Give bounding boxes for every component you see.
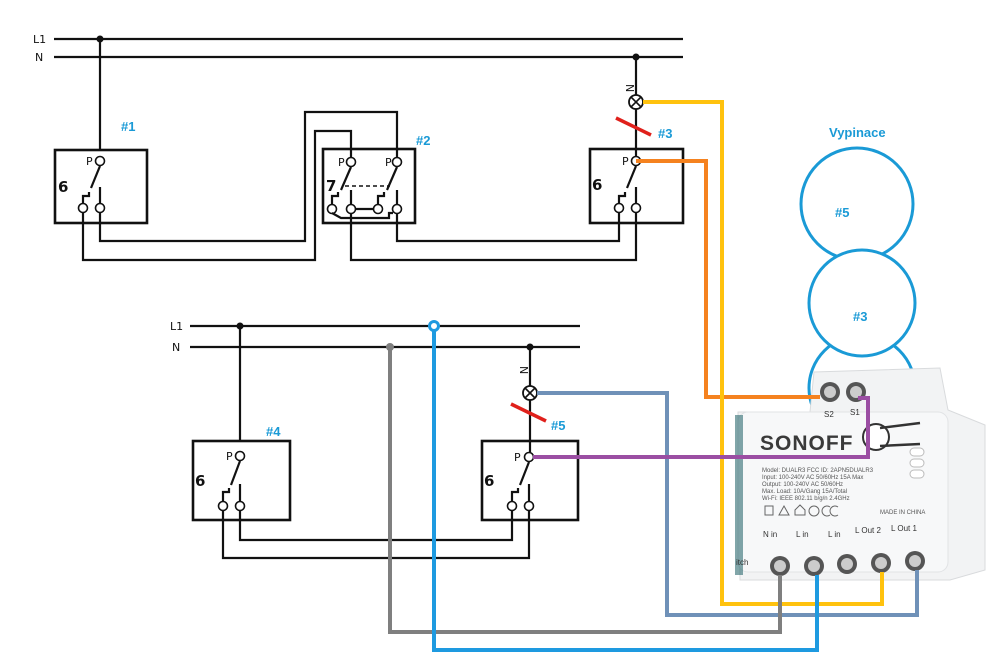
screw-terminal (837, 554, 857, 574)
terminal-p-label: P (338, 156, 345, 169)
spec-line: Output: 100-240V AC 50/60Hz (762, 482, 843, 488)
gray-wire (388, 347, 782, 634)
terminal-label-l-in: L in (796, 530, 809, 539)
blue-wire (432, 326, 819, 652)
sonoff-device: itch S2 S1 SONOFF Model: DUALR3 FCC ID: … (735, 367, 986, 581)
terminal-p-label: P (385, 156, 392, 169)
plate-circle (807, 248, 917, 358)
switch-type: 6 (592, 176, 602, 194)
wire (98, 110, 399, 243)
terminal-p-label: P (86, 155, 93, 168)
spec-line: Model: DUALR3 FCC ID: 2APN5DUALR3 (762, 468, 874, 474)
purple-wire (533, 396, 870, 459)
terminal-label-s1: S1 (850, 408, 860, 417)
switch-1: 6 P #1 (53, 119, 149, 225)
made-in-label: MADE IN CHINA (880, 510, 925, 516)
lamp-icon (628, 94, 644, 110)
bottom-circuit: L1 N 6 P #4 6 P #5 (170, 320, 580, 560)
led-indicator (909, 458, 925, 468)
plates-title: Vypinace (829, 125, 886, 140)
terminal-label-n-in: N in (763, 530, 777, 539)
wire (81, 129, 353, 262)
switch-type: 6 (195, 472, 205, 490)
screw-terminal (905, 551, 925, 571)
terminal-label-l-out-2: L Out 2 (855, 526, 881, 535)
led-indicator (909, 469, 925, 479)
switch-plates: Vypinace #5 #3 (799, 125, 917, 443)
switch-4: 6 P #4 (191, 424, 292, 522)
spec-line: Input: 100-240V AC 50/60Hz 15A Max (762, 475, 863, 481)
plate-circle (799, 146, 915, 262)
screw-terminal (770, 556, 790, 576)
terminal-p-label: P (226, 450, 233, 463)
terminal-p-label: P (514, 451, 521, 464)
steel-blue-wire (537, 391, 919, 617)
spec-line: Max. Load: 10A/Gang 15A/Total (762, 489, 847, 495)
n-label: N (172, 341, 180, 354)
terminal-label-l-in: L in (828, 530, 841, 539)
sonoff-logo: SONOFF (760, 432, 854, 455)
lamp-icon (522, 385, 538, 401)
cut-mark (615, 116, 652, 137)
switch-type: 6 (58, 178, 68, 196)
switch-tag: #1 (121, 119, 135, 134)
junction-dot (428, 320, 440, 332)
junction-dot (386, 343, 394, 351)
switch-2: 7 P P #2 (321, 133, 430, 225)
led-indicator (909, 447, 925, 457)
n-label: N (35, 51, 43, 64)
screw-terminal (820, 382, 840, 402)
spec-line: Wi-Fi: IEEE 802.11 b/g/n 2.4GHz (762, 496, 850, 502)
l1-label: L1 (33, 33, 46, 46)
wire (221, 511, 531, 560)
wire (395, 213, 621, 243)
terminal-label-l-out-1: L Out 1 (891, 524, 917, 533)
screw-terminal (871, 553, 891, 573)
orange-wire (636, 159, 820, 399)
switch-tag: #4 (266, 424, 281, 439)
certification-icons (764, 504, 839, 517)
lamp-n-label: N (517, 366, 530, 374)
wire (349, 213, 638, 262)
terminal-p-label: P (622, 155, 629, 168)
switch-5: 6 P #5 (480, 418, 580, 522)
top-circuit: L1 N 6 P #1 7 P P (33, 33, 685, 262)
switch-type: 6 (484, 472, 494, 490)
switch-tag: #5 (551, 418, 565, 433)
switch-tag: #2 (416, 133, 430, 148)
yellow-wire (643, 100, 884, 606)
lamp-n-label: N (623, 84, 636, 92)
switch-tag: #3 (658, 126, 672, 141)
wire (238, 511, 514, 542)
terminal-label-s2: S2 (824, 410, 834, 419)
cut-mark (510, 402, 547, 423)
plate-label: #5 (835, 205, 849, 220)
l1-label: L1 (170, 320, 183, 333)
switch-type: 7 (326, 177, 336, 195)
screw-terminal (804, 556, 824, 576)
plate-label: #3 (853, 309, 867, 324)
side-text: itch (736, 558, 748, 567)
colored-wires (386, 100, 919, 652)
